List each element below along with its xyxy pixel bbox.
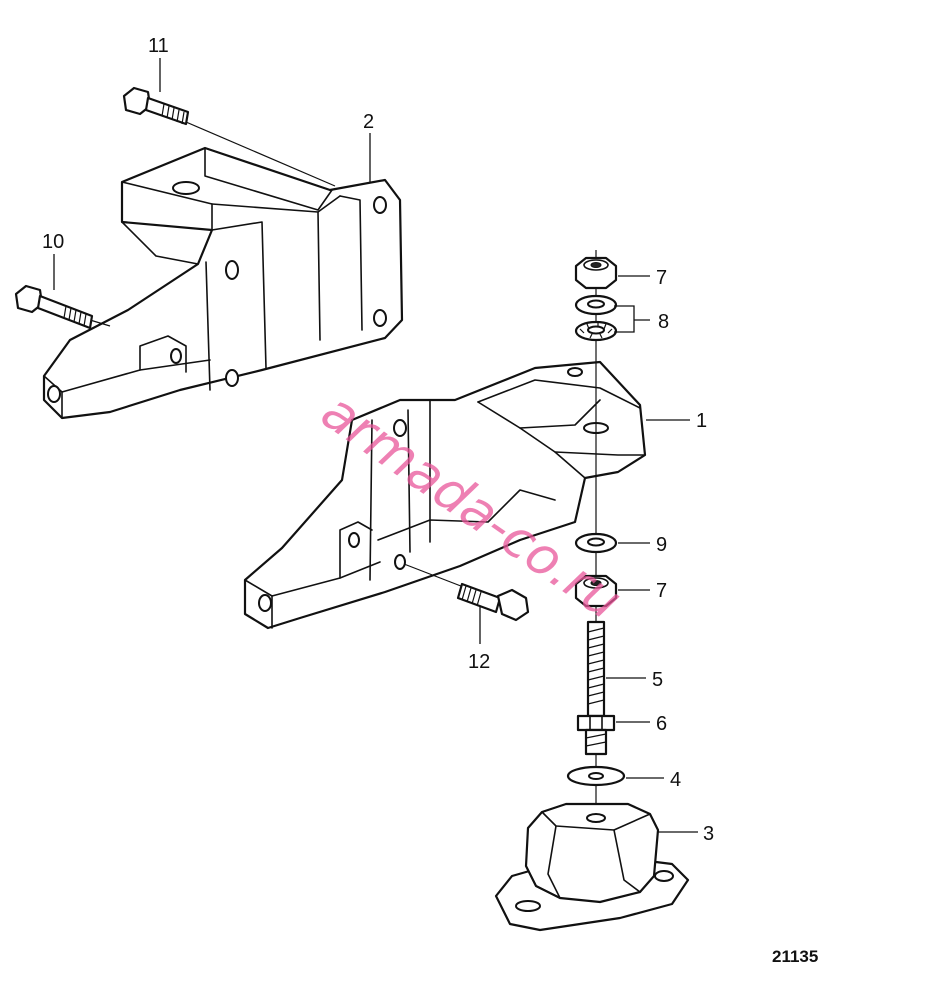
callout-9: 9 bbox=[656, 534, 667, 556]
bracket-part-1 bbox=[243, 360, 647, 630]
callout-1: 1 bbox=[696, 410, 707, 432]
washer-part-8-flat bbox=[574, 294, 618, 316]
callout-10: 10 bbox=[42, 231, 64, 253]
callout-3: 3 bbox=[703, 823, 714, 845]
washer-part-8-serrated bbox=[574, 320, 618, 342]
mount-3-slot-right bbox=[654, 870, 674, 882]
callout-labels: 11 2 10 7 8 1 9 7 5 6 4 3 12 bbox=[42, 35, 714, 845]
nut-part-7-lower bbox=[574, 574, 618, 608]
bracket-2-side-hole-2 bbox=[373, 309, 387, 327]
mount-3-slot-left bbox=[515, 900, 541, 912]
mount-3-top-hole bbox=[586, 813, 606, 823]
callout-7-top: 7 bbox=[656, 267, 667, 289]
callout-6: 6 bbox=[656, 713, 667, 735]
bracket-1-upper-hole bbox=[393, 419, 407, 437]
callout-2: 2 bbox=[363, 111, 374, 133]
bracket-1-lug-hole bbox=[348, 532, 360, 548]
callout-7-lower: 7 bbox=[656, 580, 667, 602]
nut-part-6 bbox=[576, 714, 616, 756]
bracket-1-end-hole bbox=[258, 594, 272, 612]
callout-8: 8 bbox=[658, 311, 669, 333]
drawing-number: 21135 bbox=[772, 947, 818, 966]
washer-part-4 bbox=[566, 765, 626, 787]
callout-11: 11 bbox=[148, 35, 169, 57]
bracket-2-lug-hole bbox=[170, 348, 182, 364]
bolt-part-11 bbox=[122, 86, 336, 187]
bolt-part-10 bbox=[14, 284, 111, 330]
bracket-2-face-hole-2 bbox=[225, 369, 239, 387]
bracket-part-2 bbox=[42, 146, 404, 420]
callout-4: 4 bbox=[670, 769, 681, 791]
bolt-part-12 bbox=[403, 563, 530, 622]
bracket-2-end-hole bbox=[47, 385, 61, 403]
bracket-2-top-hole bbox=[172, 181, 200, 195]
bracket-2-side-hole-1 bbox=[373, 196, 387, 214]
bracket-2-face-hole-1 bbox=[225, 260, 239, 280]
nut-part-7-top bbox=[574, 256, 618, 290]
bracket-1-rear-hole bbox=[567, 367, 583, 377]
stud-part-5 bbox=[586, 620, 606, 718]
leader-lines bbox=[53, 58, 698, 833]
rubber-mount-part-3 bbox=[494, 802, 690, 932]
callout-5: 5 bbox=[652, 669, 663, 691]
callout-12: 12 bbox=[468, 651, 490, 673]
washer-part-9 bbox=[574, 532, 618, 554]
bracket-1-side-hole bbox=[394, 554, 406, 570]
